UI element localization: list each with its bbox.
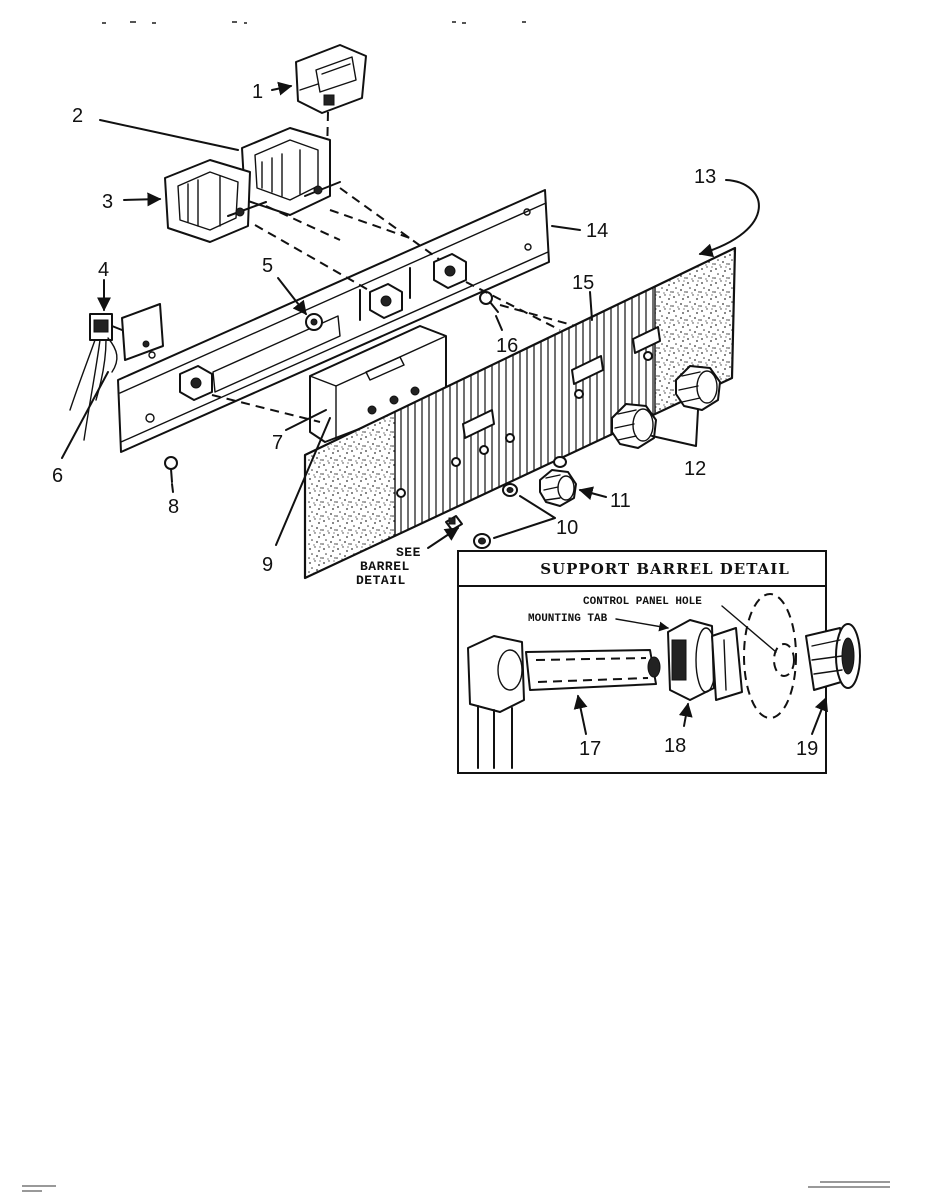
rail-socket [369, 283, 403, 319]
screw-part-16 [479, 291, 499, 313]
callout-19: 19 [796, 738, 818, 760]
callout-4: 4 [98, 259, 109, 281]
support-barrel-detail-inset: SUPPORT BARREL DETAIL CONTROL PANEL HOLE… [457, 550, 861, 774]
assembly-line [254, 224, 373, 293]
switch-part-3 [164, 159, 267, 243]
callout-5: 5 [262, 255, 273, 277]
support-ring [553, 456, 567, 468]
switch-part-2 [241, 127, 341, 216]
control-panel-hole-label: CONTROL PANEL HOLE [583, 596, 702, 608]
callout-numbers: 1 2 3 4 5 6 7 8 9 10 11 12 13 14 15 16 [52, 81, 716, 576]
switch-part-1 [295, 44, 367, 199]
callout-8: 8 [168, 496, 179, 518]
screw-part-8 [164, 456, 178, 483]
callout-18: 18 [664, 735, 686, 757]
callout-1: 1 [252, 81, 263, 103]
callout-7: 7 [272, 432, 283, 454]
callout-13: 13 [694, 166, 716, 188]
mounting-bracket [117, 189, 550, 453]
control-panel [303, 246, 737, 580]
support-barrel-small [445, 515, 463, 531]
see-detail-line-2: BARREL [360, 559, 410, 574]
scan-marks [102, 21, 526, 24]
callout-2: 2 [72, 105, 83, 127]
wire-connector [69, 313, 123, 441]
callout-14: 14 [586, 220, 608, 242]
callout-3: 3 [102, 191, 113, 213]
inset-bracket [467, 635, 525, 769]
callout-12: 12 [684, 458, 706, 480]
control-panel-hole [743, 593, 797, 719]
callout-17: 17 [579, 738, 601, 760]
support-ring [473, 533, 491, 549]
assembly-line [265, 205, 341, 241]
callout-15: 15 [572, 272, 594, 294]
callout-6: 6 [52, 465, 63, 487]
barrel-part-18 [667, 619, 743, 701]
knob-part-11 [539, 469, 577, 507]
assembly-line [339, 187, 441, 261]
callout-11: 11 [610, 490, 631, 512]
assembly-line [465, 281, 561, 331]
see-detail-line-3: DETAIL [356, 573, 406, 588]
nut-part-5 [305, 313, 323, 331]
callout-16: 16 [496, 335, 518, 357]
rail-socket [179, 365, 213, 401]
mounting-tab-label: MOUNTING TAB [528, 613, 608, 625]
footer-smudge [22, 1181, 890, 1192]
callout-10: 10 [556, 517, 578, 539]
assembly-line [329, 209, 411, 239]
shaft-part-17 [525, 649, 661, 691]
knob-part-12 [611, 403, 657, 449]
barrel-part-19 [805, 623, 861, 691]
inset-title: SUPPORT BARREL DETAIL [540, 560, 790, 578]
see-detail-line-1: SEE [396, 545, 421, 560]
rail-socket [433, 253, 467, 289]
see-barrel-detail-label: SEE BARREL DETAIL [356, 545, 421, 588]
leader-lines [61, 81, 760, 549]
end-plate [121, 303, 164, 361]
callout-9: 9 [262, 554, 273, 576]
assembly-line [211, 394, 321, 423]
support-ring [502, 483, 518, 497]
knob-part-12 [675, 365, 721, 411]
